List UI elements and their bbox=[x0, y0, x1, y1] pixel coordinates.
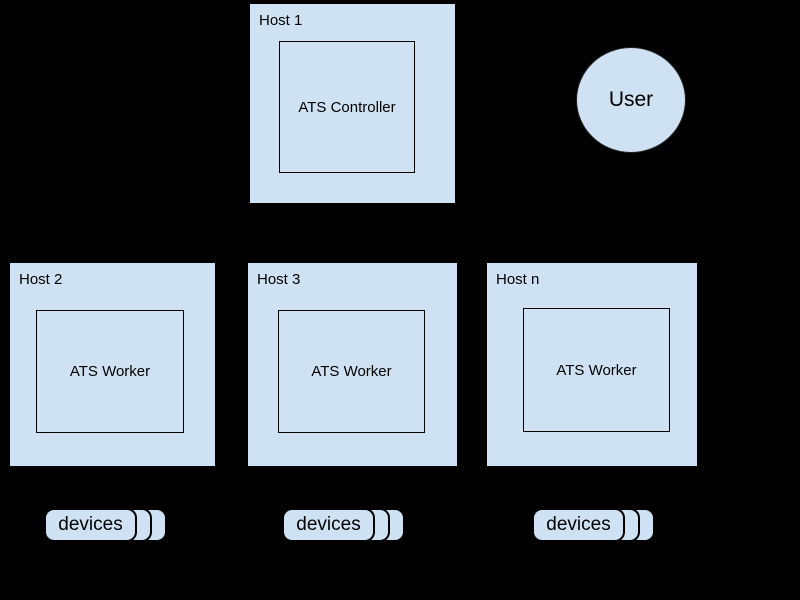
host-2-node: Host 2 ATS Worker bbox=[10, 263, 215, 466]
host-3-label: Host 3 bbox=[257, 271, 301, 288]
device-stack-front: devices bbox=[532, 508, 625, 542]
ats-worker-label: ATS Worker bbox=[556, 361, 637, 379]
host-1-label: Host 1 bbox=[259, 12, 303, 29]
devices-label: devices bbox=[58, 514, 123, 535]
ats-worker-label: ATS Worker bbox=[311, 363, 392, 380]
ats-worker-label: ATS Worker bbox=[69, 363, 151, 380]
user-label: User bbox=[608, 88, 654, 111]
ats-worker-node-2: ATS Worker bbox=[278, 310, 425, 433]
device-stack-front: devices bbox=[44, 508, 137, 542]
ats-controller-node: ATS Controller bbox=[279, 41, 415, 173]
ats-worker-node-1: ATS Worker bbox=[36, 310, 184, 433]
ats-worker-node-n: ATS Worker bbox=[523, 308, 670, 432]
host-n-node: Host n ATS Worker bbox=[487, 263, 697, 466]
host-1-node: Host 1 ATS Controller bbox=[250, 4, 455, 203]
device-stack-2: devices bbox=[282, 508, 405, 542]
device-stack-3: devices bbox=[532, 508, 655, 542]
user-node: User bbox=[576, 47, 686, 153]
host-3-node: Host 3 ATS Worker bbox=[248, 263, 457, 466]
host-2-label: Host 2 bbox=[19, 271, 63, 288]
host-n-label: Host n bbox=[496, 271, 540, 288]
devices-label: devices bbox=[546, 514, 611, 535]
devices-label: devices bbox=[296, 514, 361, 535]
device-stack-front: devices bbox=[282, 508, 375, 542]
ats-controller-label: ATS Controller bbox=[298, 98, 396, 116]
device-stack-1: devices bbox=[44, 508, 167, 542]
